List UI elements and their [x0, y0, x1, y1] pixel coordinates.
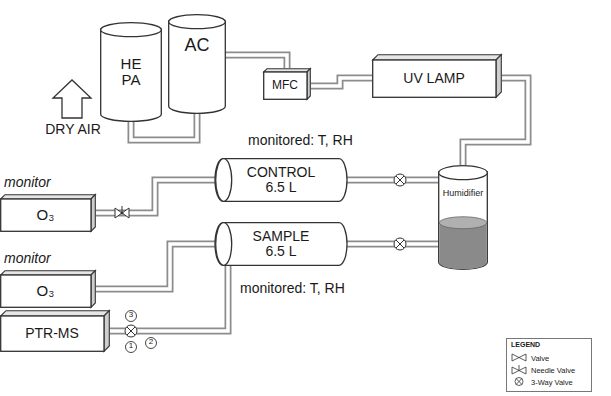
hepa-filter-cylinder: HE PA [100, 22, 162, 122]
node-label: 6.5 L [265, 180, 296, 195]
node-heading: monitor [4, 251, 51, 266]
gas-pipe [347, 180, 438, 181]
node-text-area: PTR-MS [0, 316, 104, 352]
node-label: CONTROL [247, 165, 315, 180]
gas-pipe [96, 180, 215, 213]
humidifier-vessel: Humidifier [438, 165, 488, 270]
legend-symbol [511, 353, 527, 363]
callout-number: 2 [146, 338, 156, 347]
node-label: HE PA [116, 56, 146, 88]
legend-row: 3-Way Valve [511, 377, 573, 387]
sensor-note: monitored: T, RH [248, 133, 353, 148]
node-text-area: CONTROL6.5 L [225, 158, 337, 202]
legend-box: LEGEND ValveNeedle Valve 3-Way Valve [506, 338, 592, 392]
ptr-ms-instrument: PTR-MS [0, 310, 110, 352]
legend-row: Needle Valve [511, 365, 575, 375]
node-label: UV LAMP [403, 71, 464, 86]
chamber-cylinder: SAMPLE6.5 L [215, 222, 347, 266]
node-label: PTR-MS [25, 326, 79, 341]
port-number-circles [126, 311, 157, 353]
node-heading: monitor [4, 175, 51, 190]
gas-pipe [226, 55, 287, 68]
node-label: O₃ [37, 207, 55, 224]
node-outline [438, 165, 488, 270]
gas-pipe [96, 244, 215, 289]
node-outline [168, 14, 226, 114]
node-text-area: O₃ [0, 275, 91, 308]
three-way-valve-symbol [125, 325, 137, 337]
node-text-area: HE PA [100, 36, 162, 108]
node-label: MFC [272, 79, 298, 92]
ozone-monitor-box: O₃monitor [0, 270, 96, 308]
legend-row: Valve [511, 353, 549, 363]
legend-text: Needle Valve [531, 366, 575, 375]
callout-number: 3 [126, 311, 136, 320]
node-text-area: O₃ [0, 199, 91, 232]
needle-valve-symbol [115, 206, 129, 218]
legend-title: LEGEND [511, 341, 540, 349]
dry-air-arrow [53, 80, 91, 118]
legend-symbol [511, 365, 527, 375]
node-text-area: UV LAMP [372, 60, 496, 98]
node-label: O₃ [37, 283, 55, 300]
three-way-valve-symbol [394, 174, 406, 186]
node-text-area: AC [168, 26, 226, 66]
gas-pipe [110, 266, 228, 331]
sensor-note: monitored: T, RH [240, 281, 345, 296]
ozone-monitor-box: O₃monitor [0, 194, 96, 232]
callout-number: 1 [126, 342, 136, 351]
flow-controller-box: MFC [263, 68, 311, 100]
node-label: Humidifier [443, 189, 484, 199]
three-way-valve-symbol [394, 238, 406, 250]
uv-lamp-box: UV LAMP [372, 54, 502, 98]
chamber-cylinder: CONTROL6.5 L [215, 158, 347, 202]
legend-symbol [511, 377, 527, 387]
node-label: SAMPLE [253, 229, 310, 244]
node-text-area: Humidifier [438, 179, 488, 209]
node-text-area: SAMPLE6.5 L [225, 222, 337, 266]
legend-text: Valve [531, 354, 549, 363]
inlet-label: DRY AIR [44, 122, 102, 137]
gas-pipe [347, 244, 438, 245]
carbon-filter-cylinder: AC [168, 14, 226, 114]
gas-pipe [311, 78, 372, 86]
node-label: AC [184, 36, 209, 56]
legend-text: 3-Way Valve [531, 378, 573, 387]
node-label: 6.5 L [265, 244, 296, 259]
node-text-area: MFC [263, 72, 307, 100]
